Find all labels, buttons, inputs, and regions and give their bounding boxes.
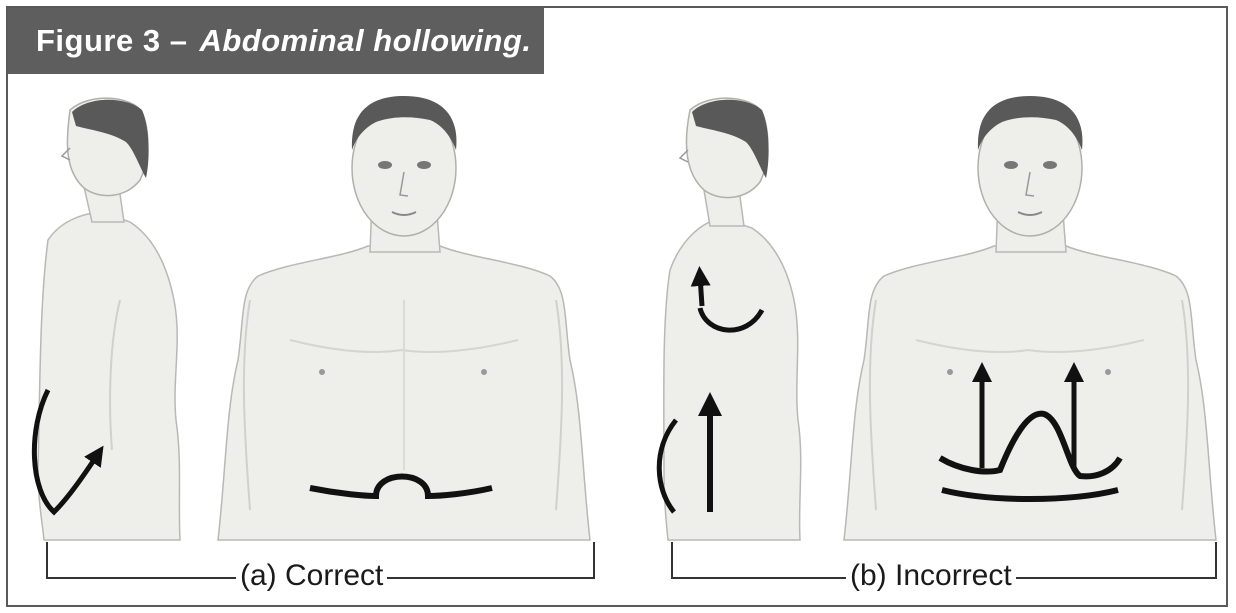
side-figure-incorrect	[664, 98, 801, 540]
side-figure-correct	[38, 98, 180, 540]
front-figure-correct	[218, 96, 590, 540]
front-figure-incorrect	[844, 96, 1216, 540]
panel-label-incorrect: (b) Incorrect	[846, 558, 1016, 594]
panel-label-correct: (a) Correct	[236, 558, 387, 594]
